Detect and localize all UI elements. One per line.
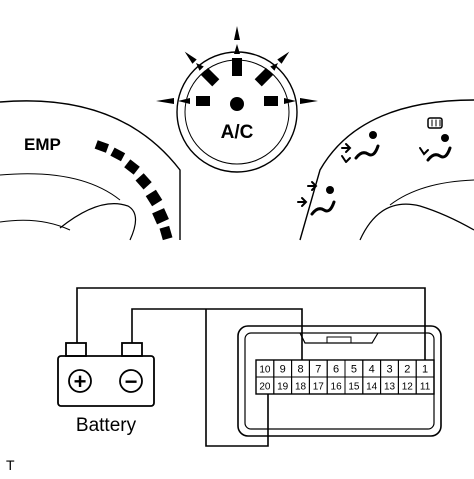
left-dial-knob-edge-2 <box>0 219 71 231</box>
connector-pin-label: 14 <box>366 382 378 393</box>
ac-indicator-led <box>230 97 244 111</box>
connector-pin-label: 12 <box>402 382 414 393</box>
connector-pin-label: 2 <box>404 364 410 376</box>
positive-symbol: + <box>74 369 87 394</box>
left-dial-inner <box>0 173 121 201</box>
connector-pin-label: 18 <box>295 382 307 393</box>
face-foot-vent-icon <box>341 131 380 163</box>
connector-pin-label: 20 <box>259 382 271 393</box>
left-dial-knob-edge <box>59 203 137 241</box>
connector-pin-label: 15 <box>348 382 360 393</box>
ac-label: A/C <box>221 122 254 143</box>
wire-negative-to-pin8 <box>131 308 303 360</box>
connector-pin-label: 6 <box>333 364 339 376</box>
battery-body <box>57 355 155 407</box>
connector-pin-label: 19 <box>277 382 289 393</box>
battery-positive-post <box>65 342 87 357</box>
connector-pin-label: 11 <box>420 382 431 393</box>
face-vent-icon <box>297 181 336 216</box>
connector-pin-cell <box>415 376 435 395</box>
right-dial-outline <box>299 99 474 241</box>
connector-pin-label: 17 <box>313 382 325 393</box>
connector-pin-label: 3 <box>386 364 392 376</box>
negative-terminal-icon <box>119 369 143 393</box>
connector-latch-key <box>326 336 352 344</box>
connector-pin-label: 16 <box>331 382 343 393</box>
negative-symbol: − <box>125 369 138 394</box>
connector-pin-label: 5 <box>351 364 357 376</box>
connector-pin-label: 8 <box>297 364 303 376</box>
control-panel <box>0 51 474 241</box>
battery-negative-post <box>121 342 143 357</box>
connector-housing <box>237 325 442 437</box>
temp-segment-bar <box>94 140 173 241</box>
connector-pin-label: 4 <box>369 364 375 376</box>
right-dial-knob-edge <box>359 203 474 241</box>
connector-pin-label: 7 <box>315 364 321 376</box>
foot-defrost-vent-icon <box>419 117 452 162</box>
battery-label: Battery <box>76 415 137 436</box>
wires <box>76 287 426 447</box>
ac-indicator-rays <box>156 26 318 106</box>
corner-mark: T <box>6 457 15 473</box>
temp-label: EMP <box>24 135 61 154</box>
battery <box>57 342 155 407</box>
connector-pin-label: 10 <box>259 365 271 376</box>
connector-pin-label: 1 <box>422 364 428 376</box>
connector-pin-label: 9 <box>280 364 286 376</box>
wire-pin20-loop <box>205 309 269 447</box>
positive-terminal-icon <box>68 369 92 393</box>
ac-indicator <box>156 26 318 111</box>
connector-latch <box>299 332 379 344</box>
right-dial-inner <box>389 179 474 206</box>
connector-pin-label: 13 <box>384 382 396 393</box>
wire-positive-to-pin1 <box>76 287 426 360</box>
left-dial-outline <box>0 100 181 240</box>
